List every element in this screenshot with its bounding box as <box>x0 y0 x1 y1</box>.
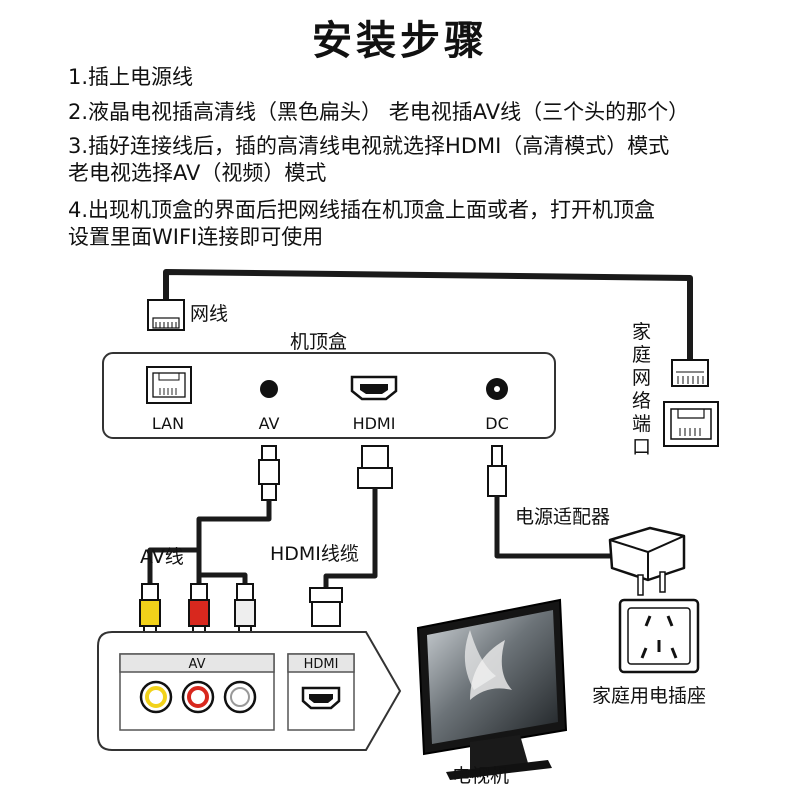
page-title: 安装步骤 <box>312 18 488 64</box>
port-label-lan: LAN <box>152 414 184 433</box>
tv-hdmi-label: HDMI <box>304 657 339 672</box>
dc-port-icon <box>486 378 508 400</box>
tv-av-jack-white <box>223 680 257 714</box>
step-3-continued: 老电视选择AV（视频）模式 <box>68 161 327 185</box>
tv-av-jack-red <box>181 680 215 714</box>
port-label-av: AV <box>259 414 280 433</box>
step-4-continued: 设置里面WIFI连接即可使用 <box>68 225 324 249</box>
av-port-icon <box>260 380 278 398</box>
step-4: 4.出现机顶盒的界面后把网线插在机顶盒上面或者，打开机顶盒 <box>68 198 656 222</box>
home-socket-icon <box>618 598 700 674</box>
power-adapter-icon <box>608 526 686 596</box>
tv-av-label: AV <box>189 657 206 672</box>
port-label-hdmi: HDMI <box>353 414 396 433</box>
step-3: 3.插好连接线后，插的高清线电视就选择HDMI（高清模式）模式 <box>68 134 670 158</box>
set-top-box <box>102 352 556 439</box>
step-2: 2.液晶电视插高清线（黑色扁头） 老电视插AV线（三个头的那个） <box>68 100 690 124</box>
tv-icon <box>416 598 568 780</box>
port-label-dc: DC <box>485 414 509 433</box>
hdmi-cable <box>309 445 393 627</box>
home-socket-label: 家庭用电插座 <box>592 685 706 707</box>
tv-hdmi-port-icon <box>301 686 341 710</box>
tv-label: 电视机 <box>452 765 509 787</box>
network-cable-label: 网线 <box>190 303 228 325</box>
tv-av-jack-yellow <box>139 680 173 714</box>
set-top-box-label: 机顶盒 <box>290 331 347 353</box>
lan-port-icon <box>146 366 192 404</box>
av-cable <box>147 445 280 584</box>
hdmi-cable-label: HDMI线缆 <box>270 543 359 565</box>
step-1: 1.插上电源线 <box>68 65 194 89</box>
hdmi-port-icon <box>350 375 398 401</box>
power-adapter-label: 电源适配器 <box>515 506 610 528</box>
power-cable <box>487 445 620 559</box>
home-network-port-icon <box>663 401 719 447</box>
network-cable <box>147 269 709 387</box>
home-network-port-label: 家庭网络端口 <box>632 321 651 458</box>
av-cable-label: AV线 <box>140 546 184 568</box>
